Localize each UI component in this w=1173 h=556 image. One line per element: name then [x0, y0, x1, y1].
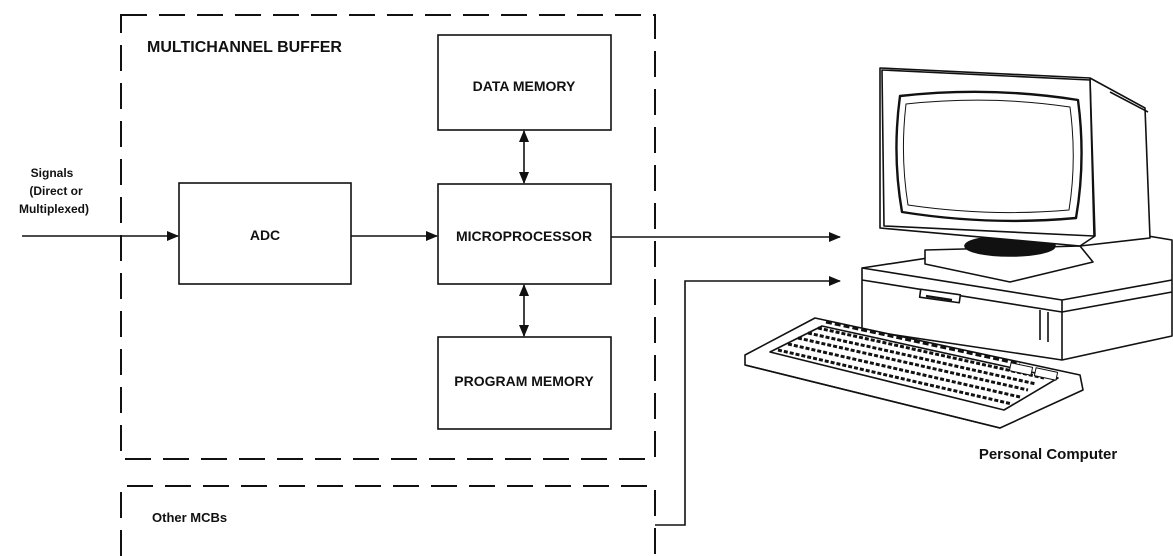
program-memory-block: PROGRAM MEMORY: [437, 336, 612, 430]
microprocessor-label: MICROPROCESSOR: [456, 228, 592, 244]
monitor-screen: [895, 90, 1083, 223]
signals-line2: (Direct or: [29, 184, 83, 198]
data-memory-block: DATA MEMORY: [437, 34, 612, 131]
keyboard: [744, 317, 1084, 429]
microprocessor-block: MICROPROCESSOR: [437, 183, 612, 285]
other-mcbs-to-computer-arrow: [655, 276, 841, 526]
buffer-title: MULTICHANNEL BUFFER: [147, 39, 342, 56]
other-mcbs-label: Other MCBs: [152, 510, 227, 525]
signals-line3: Multiplexed): [19, 202, 89, 216]
program-memory-label: PROGRAM MEMORY: [454, 373, 594, 389]
personal-computer-label: Personal Computer: [979, 446, 1118, 463]
adc-block: ADC: [178, 182, 352, 285]
multichannel-buffer-boundary: [120, 14, 656, 460]
signals-label: Signals (Direct or Multiplexed): [19, 166, 89, 216]
adc-label: ADC: [250, 227, 280, 243]
data-memory-label: DATA MEMORY: [473, 78, 576, 94]
signals-line1: Signals: [31, 166, 74, 180]
key-rows: [777, 320, 1045, 406]
monitor: [879, 67, 1151, 247]
personal-computer-icon: [744, 67, 1173, 429]
